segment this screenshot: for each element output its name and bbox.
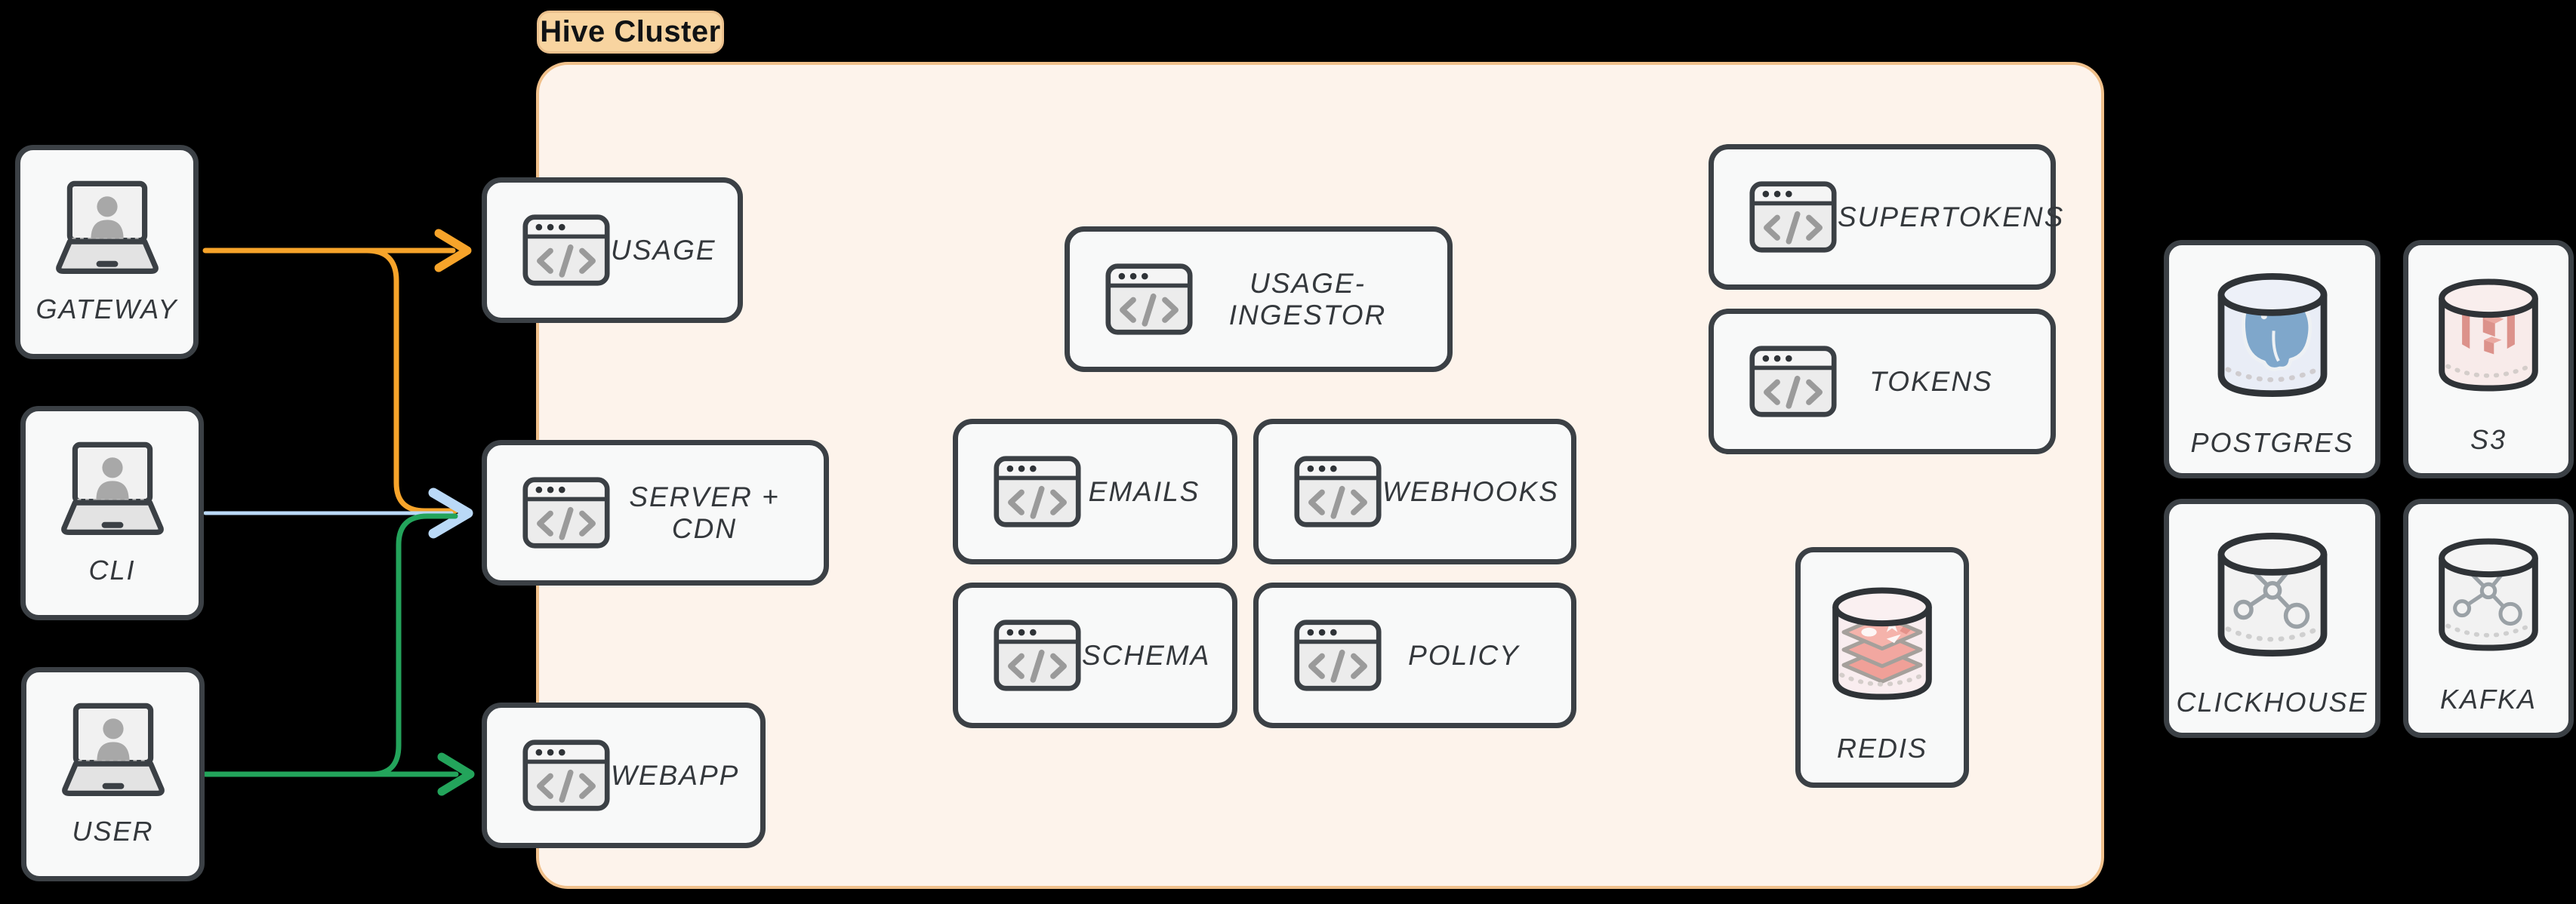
gateway-usage-arrowhead	[434, 229, 472, 272]
schema-label: SCHEMA	[1082, 639, 1211, 671]
user-server-arrow	[368, 513, 458, 777]
webapp-node: WEBAPP	[482, 703, 766, 848]
cli-node: CLI	[20, 406, 204, 620]
gateway-label: GATEWAY	[35, 294, 178, 324]
clickhouse-label: CLICKHOUSE	[2176, 686, 2368, 718]
emails-label: EMAILS	[1088, 475, 1200, 507]
clickhouse-database-icon	[2217, 532, 2327, 656]
redis-label: REDIS	[1836, 732, 1928, 764]
browser-code-icon	[522, 214, 611, 287]
cli-server-arrowhead	[428, 487, 473, 539]
usage-node: USAGE	[482, 177, 743, 323]
server-cdn-label: SERVER + CDN	[629, 481, 780, 544]
redis-node: REDIS	[1795, 547, 1969, 788]
browser-code-icon	[522, 739, 611, 812]
browser-code-icon	[1293, 455, 1382, 528]
tokens-node: TOKENS	[1709, 309, 2056, 454]
gateway-node: GATEWAY	[15, 145, 199, 359]
tokens-label: TOKENS	[1869, 365, 1993, 397]
usage-ingestor-label: USAGE-INGESTOR	[1228, 267, 1387, 331]
s3-label: S3	[2470, 424, 2507, 455]
usage-ingestor-node: USAGE-INGESTOR	[1065, 226, 1453, 372]
laptop-user-icon	[47, 701, 180, 798]
postgres-database-icon	[2217, 273, 2327, 398]
cli-label: CLI	[88, 555, 136, 586]
user-label: USER	[72, 816, 154, 847]
webhooks-node: WEBHOOKS	[1253, 419, 1576, 564]
laptop-user-icon	[41, 179, 174, 275]
laptop-user-icon	[46, 440, 179, 537]
user-node: USER	[21, 667, 205, 881]
postgres-label: POSTGRES	[2190, 427, 2354, 458]
gateway-server-arrow	[364, 248, 458, 514]
browser-code-icon	[522, 476, 611, 549]
server-cdn-node: SERVER + CDN	[482, 440, 829, 586]
policy-label: POLICY	[1408, 639, 1520, 671]
browser-code-icon	[1105, 263, 1194, 336]
hive-cluster-label: Hive Cluster	[537, 11, 724, 54]
schema-node: SCHEMA	[953, 583, 1237, 728]
browser-code-icon	[993, 619, 1082, 692]
supertokens-label: SUPERTOKENS	[1838, 201, 2065, 232]
browser-code-icon	[1749, 345, 1838, 418]
webapp-label: WEBAPP	[611, 759, 740, 791]
policy-node: POLICY	[1253, 583, 1576, 728]
browser-code-icon	[1293, 619, 1382, 692]
supertokens-node: SUPERTOKENS	[1709, 144, 2063, 290]
browser-code-icon	[993, 455, 1082, 528]
redis-database-icon	[1832, 586, 1932, 700]
s3-database-icon	[2439, 278, 2538, 392]
clickhouse-node: CLICKHOUSE	[2164, 499, 2380, 738]
kafka-node: KAFKA	[2403, 499, 2574, 738]
kafka-label: KAFKA	[2439, 683, 2537, 715]
usage-label: USAGE	[611, 234, 716, 266]
s3-node: S3	[2403, 240, 2574, 478]
hive-cluster-label-text: Hive Cluster	[540, 15, 721, 48]
user-webapp-arrowhead	[437, 752, 475, 796]
webhooks-label: WEBHOOKS	[1382, 475, 1559, 507]
postgres-node: POSTGRES	[2164, 240, 2380, 478]
browser-code-icon	[1749, 180, 1838, 254]
emails-node: EMAILS	[953, 419, 1237, 564]
kafka-database-icon	[2439, 537, 2538, 651]
